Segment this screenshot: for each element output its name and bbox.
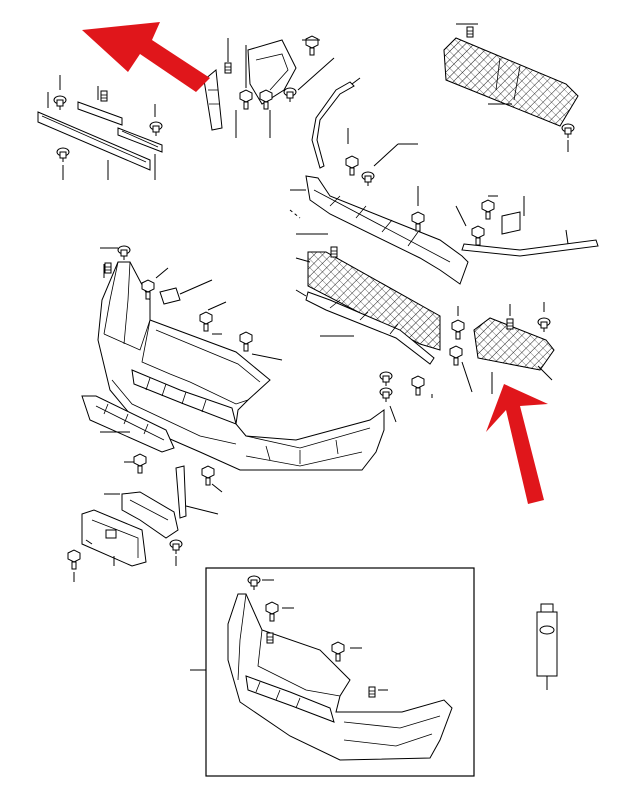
fog-lamp-cover-group xyxy=(473,302,555,394)
license-plate-bracket-group xyxy=(67,465,219,582)
upper-moulding-strip xyxy=(311,81,355,169)
upper-grille-group xyxy=(443,23,579,152)
front-bumper-cover xyxy=(97,245,397,471)
energy-absorber-group xyxy=(289,128,599,285)
inset-detail-box xyxy=(190,567,475,777)
headlight-bracket-group xyxy=(203,35,335,138)
lower-grille-group xyxy=(295,233,473,398)
bumper-reinforcement-group xyxy=(37,75,163,180)
red-arrow-icon xyxy=(82,22,210,92)
red-arrow-icon xyxy=(486,384,548,504)
sealant-tube-icon xyxy=(536,603,558,690)
lower-spoiler-group xyxy=(81,395,223,493)
